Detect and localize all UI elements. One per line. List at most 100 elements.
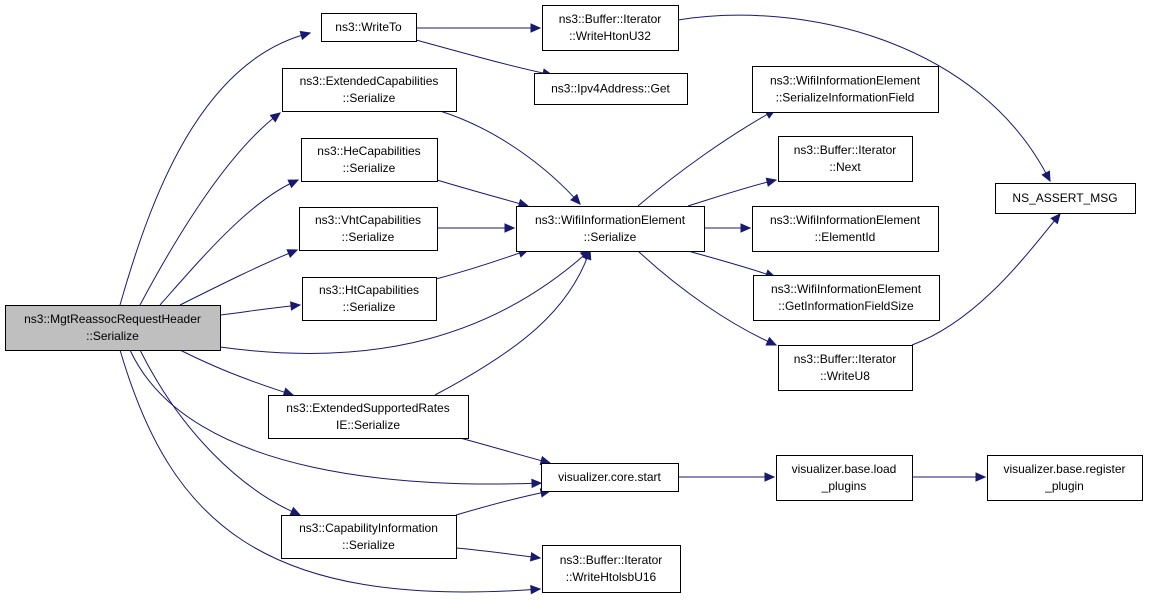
- node-vizload-label-1: _plugins: [821, 479, 867, 493]
- node-writehtonu32-box: [542, 5, 679, 51]
- edge-extcap-to-wifiser-arrowhead: [570, 193, 581, 205]
- node-htcap-label-1: ::Serialize: [343, 300, 396, 314]
- node-vhtcap-label-1: ::Serialize: [342, 230, 395, 244]
- edge-wifiser-to-writeu8: [637, 250, 777, 346]
- edge-mgtreassoc-to-vhtcap: [179, 249, 298, 306]
- node-writeu8-label-1: ::WriteU8: [820, 369, 870, 383]
- edge-mgtreassoc-to-writeto: [119, 32, 311, 306]
- edge-wifiser-to-serinfofield: [637, 109, 776, 207]
- edge-wifiser-to-writeu8-arrowhead: [765, 336, 778, 346]
- node-serinfofield-label-0: ns3::WifiInformationElement: [770, 74, 921, 88]
- edge-mgtreassoc-to-extcap-arrowhead: [269, 112, 281, 123]
- node-getinfosize-label-1: ::GetInformationFieldSize: [778, 299, 914, 313]
- edge-mgtreassoc-to-hecap-arrowhead: [287, 179, 300, 189]
- edge-wifiser-to-next: [687, 179, 777, 207]
- edge-mgtreassoc-to-capinfo-arrowhead: [289, 506, 302, 516]
- node-writehtolsbu16-label-0: ns3::Buffer::Iterator: [560, 553, 663, 567]
- edge-extsuprates-to-wifiser-arrowhead: [582, 248, 592, 261]
- edge-writeto-to-writehtonu32-arrowhead: [530, 23, 542, 33]
- node-serinfofield-box: [752, 66, 939, 113]
- node-vizstart-label-0: visualizer.core.start: [558, 470, 661, 484]
- node-capinfo-label-1: ::Serialize: [342, 538, 395, 552]
- node-assertmsg[interactable]: NS_ASSERT_MSG: [995, 183, 1136, 214]
- node-writeu8-box: [778, 345, 913, 391]
- node-mgtreassoc-label-0: ns3::MgtReassocRequestHeader: [24, 312, 201, 326]
- node-elementid-label-1: ::ElementId: [815, 230, 876, 244]
- node-extcap-label-0: ns3::ExtendedCapabilities: [300, 74, 439, 88]
- edge-mgtreassoc-to-htcap-arrowhead: [290, 301, 302, 311]
- node-capinfo[interactable]: ns3::CapabilityInformation::Serialize: [281, 515, 457, 559]
- node-ipv4get[interactable]: ns3::Ipv4Address::Get: [534, 73, 688, 105]
- edge-writehtonu32-to-assertmsg: [677, 14, 1051, 182]
- node-serinfofield[interactable]: ns3::WifiInformationElement::SerializeIn…: [752, 66, 939, 113]
- node-htcap[interactable]: ns3::HtCapabilities::Serialize: [302, 277, 437, 321]
- node-getinfosize-box: [753, 275, 940, 321]
- node-vhtcap[interactable]: ns3::VhtCapabilities::Serialize: [299, 207, 438, 251]
- node-vizload-box: [776, 455, 913, 501]
- node-capinfo-label-0: ns3::CapabilityInformation: [299, 521, 438, 535]
- node-mgtreassoc[interactable]: ns3::MgtReassocRequestHeader::Serialize: [5, 305, 221, 351]
- edge-mgtreassoc-to-vizstart: [129, 349, 542, 485]
- node-vhtcap-label-0: ns3::VhtCapabilities: [315, 213, 421, 227]
- node-writeu8-label-0: ns3::Buffer::Iterator: [794, 352, 897, 366]
- edge-wifiser-to-elementid-arrowhead: [740, 223, 752, 233]
- edge-hecap-to-wifiser: [436, 179, 529, 207]
- edge-mgtreassoc-to-vhtcap-arrowhead: [286, 249, 299, 259]
- node-writeto[interactable]: ns3::WriteTo: [321, 13, 417, 42]
- edge-mgtreassoc-to-hecap: [159, 179, 299, 306]
- edge-vhtcap-to-wifiser-arrowhead: [504, 223, 516, 233]
- node-vizload[interactable]: visualizer.base.load_plugins: [776, 455, 913, 501]
- nodes-layer: ns3::MgtReassocRequestHeader::Serializen…: [5, 5, 1143, 593]
- node-elementid[interactable]: ns3::WifiInformationElement::ElementId: [752, 206, 939, 252]
- node-serinfofield-label-1: ::SerializeInformationField: [776, 91, 915, 105]
- node-assertmsg-label-0: NS_ASSERT_MSG: [1012, 191, 1117, 205]
- node-wifiser[interactable]: ns3::WifiInformationElement::Serialize: [516, 206, 705, 252]
- edge-mgtreassoc-to-htcap: [219, 304, 301, 316]
- edge-mgtreassoc-to-writehtolsbu16: [119, 349, 541, 593]
- node-writehtolsbu16-box: [542, 545, 681, 593]
- edge-writehtonu32-to-assertmsg-arrowhead: [1041, 170, 1051, 183]
- edge-mgtreassoc-to-vizstart-arrowhead: [531, 478, 543, 489]
- node-extcap[interactable]: ns3::ExtendedCapabilities::Serialize: [282, 68, 457, 112]
- node-hecap[interactable]: ns3::HeCapabilities::Serialize: [301, 138, 438, 182]
- node-wifiser-box: [516, 206, 705, 252]
- edge-mgtreassoc-to-capinfo: [139, 349, 301, 516]
- node-writehtonu32[interactable]: ns3::Buffer::Iterator::WriteHtonU32: [542, 5, 679, 51]
- node-writeu8[interactable]: ns3::Buffer::Iterator::WriteU8: [778, 345, 913, 391]
- node-wifiser-label-1: ::Serialize: [584, 230, 637, 244]
- edge-mgtreassoc-to-extcap: [139, 112, 281, 306]
- edge-mgtreassoc-to-wifiser: [219, 249, 591, 355]
- node-writeto-label-0: ns3::WriteTo: [335, 20, 402, 34]
- node-hecap-label-0: ns3::HeCapabilities: [317, 144, 420, 158]
- edge-mgtreassoc-to-extsuprates: [179, 349, 294, 396]
- edge-wifiser-to-getinfosize: [687, 250, 776, 278]
- node-extsuprates-box: [268, 395, 469, 439]
- node-writehtolsbu16[interactable]: ns3::Buffer::Iterator::WriteHtolsbU16: [542, 545, 681, 593]
- node-vizstart[interactable]: visualizer.core.start: [541, 463, 679, 492]
- edges-layer: [119, 14, 1061, 595]
- node-writeto-box: [321, 13, 417, 42]
- node-writehtonu32-label-1: ::WriteHtonU32: [569, 29, 651, 43]
- node-next[interactable]: ns3::Buffer::Iterator::Next: [778, 136, 913, 182]
- edge-writeu8-to-assertmsg-arrowhead: [1050, 213, 1061, 225]
- edge-vizload-to-vizregister-arrowhead: [975, 472, 987, 482]
- node-next-box: [778, 136, 913, 182]
- node-next-label-0: ns3::Buffer::Iterator: [794, 143, 897, 157]
- edge-mgtreassoc-to-writeto-arrowhead: [299, 30, 312, 41]
- edge-capinfo-to-writehtolsbu16-arrowhead: [529, 552, 542, 562]
- node-extsuprates-label-0: ns3::ExtendedSupportedRates: [286, 401, 449, 415]
- edge-mgtreassoc-to-writehtolsbu16-arrowhead: [530, 584, 542, 595]
- edge-capinfo-to-vizstart: [455, 490, 551, 516]
- edge-writeto-to-ipv4get: [415, 39, 553, 76]
- node-hecap-label-1: ::Serialize: [343, 161, 396, 175]
- edge-writeu8-to-assertmsg: [911, 213, 1061, 346]
- node-getinfosize[interactable]: ns3::WifiInformationElement::GetInformat…: [753, 275, 940, 321]
- node-mgtreassoc-box: [5, 305, 221, 351]
- node-capinfo-box: [281, 515, 457, 559]
- node-vizregister-label-0: visualizer.base.register: [1003, 462, 1125, 476]
- node-vizregister[interactable]: visualizer.base.register_plugin: [987, 455, 1143, 501]
- node-extcap-box: [282, 68, 457, 112]
- node-vhtcap-box: [299, 207, 438, 251]
- node-elementid-box: [752, 206, 939, 252]
